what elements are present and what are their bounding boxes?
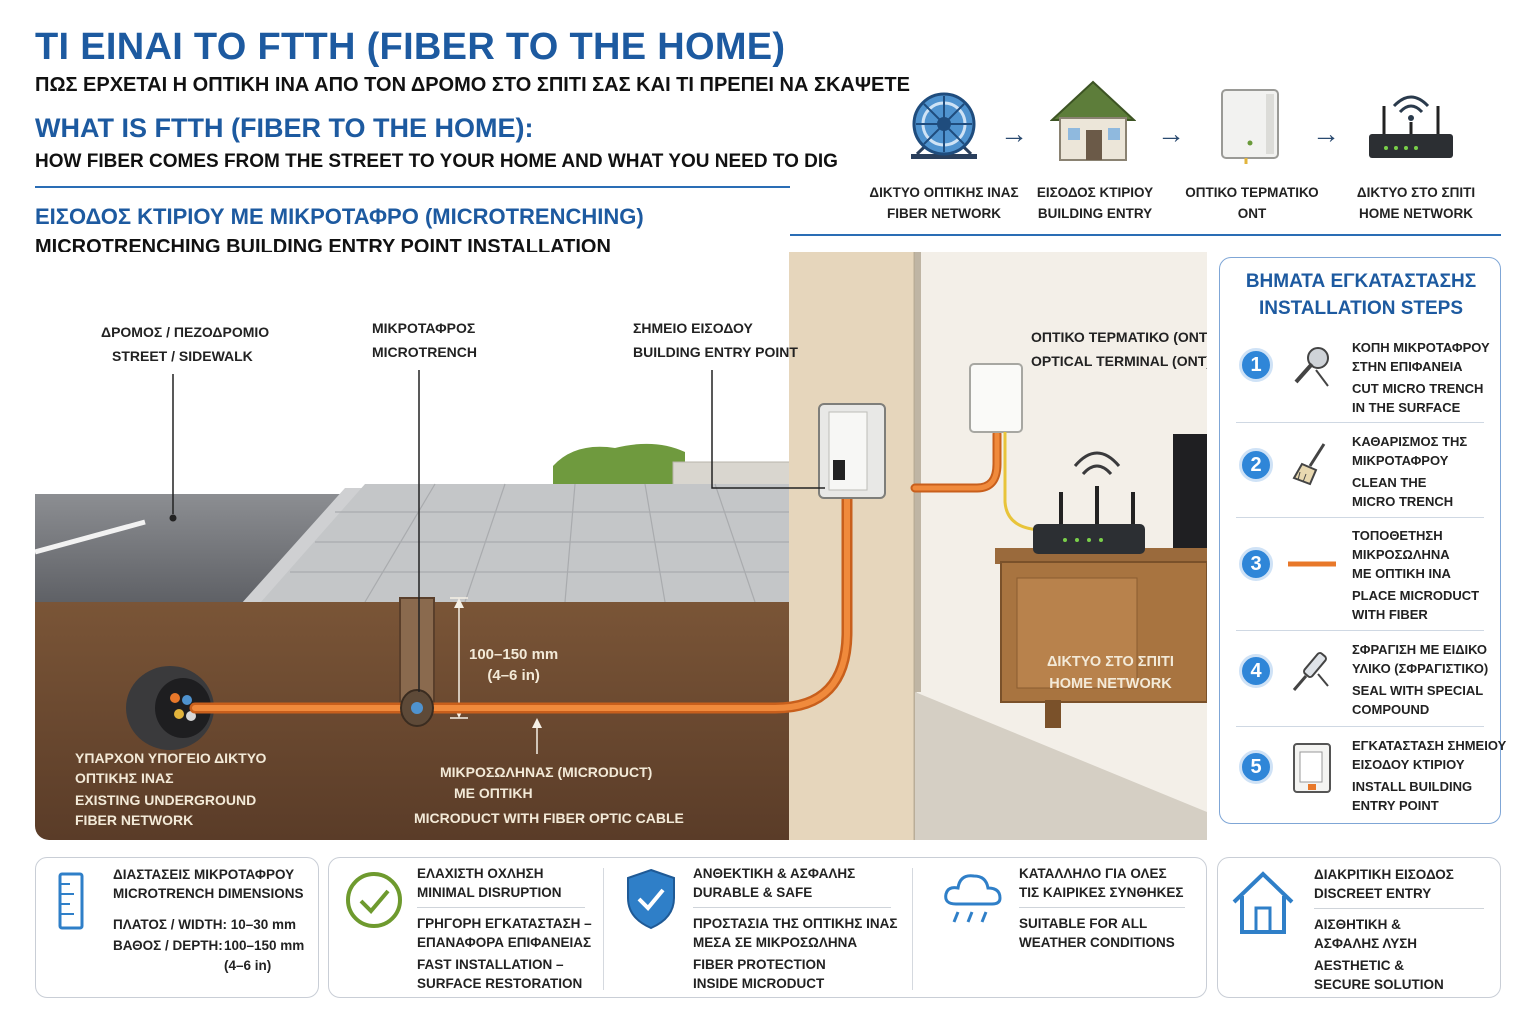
rain-cloud-icon: [944, 874, 1002, 923]
ruler-icon: [58, 872, 84, 930]
label-depth: 100–150 mm(4–6 in): [469, 646, 559, 684]
saw-icon: [1294, 347, 1329, 387]
step-divider: [1236, 630, 1484, 631]
step-divider: [1236, 422, 1484, 423]
cable-reel-icon: [911, 92, 977, 159]
step-number: 4: [1239, 654, 1273, 688]
microduct-icon: [1288, 561, 1336, 567]
flow-arrow-3: →: [1312, 118, 1340, 149]
page-title-en: WHAT IS FTTH (FIBER TO THE HOME):: [35, 113, 534, 143]
house-icon: [1050, 80, 1136, 161]
shield-icon: [627, 868, 675, 930]
header-divider: [35, 186, 790, 188]
step-number: 1: [1239, 348, 1273, 382]
page-title: ΤΙ ΕΙΝΑΙ ΤΟ FTTH (FIBER TO THE HOME): [35, 26, 786, 68]
label-ont: ΟΠΤΙΚΟ ΤΕΡΜΑΤΙΚΟ (ONT)OPTICAL TERMINAL (…: [1031, 329, 1207, 369]
home-outline-icon: [1232, 871, 1294, 934]
section-title: ΕΙΣΟΔΟΣ ΚΤΙΡΙΟΥ ΜΕ ΜΙΚΡΟΤΑΦΡΟ (MICROTREN…: [35, 204, 644, 229]
broom-icon: [1292, 443, 1326, 486]
step-number: 3: [1239, 547, 1273, 581]
entry-box-icon: [1293, 743, 1331, 793]
flow-divider: [790, 234, 1501, 236]
router-icon: [1369, 95, 1453, 158]
flow-arrow-1: →: [1000, 118, 1028, 149]
ont-device-icon: [1221, 89, 1279, 164]
checkmark-icon: [346, 872, 402, 928]
step-divider: [1236, 726, 1484, 727]
page-subtitle-en: HOW FIBER COMES FROM THE STREET TO YOUR …: [35, 151, 838, 172]
label-microduct: ΜΙΚΡΟΣΩΛΗΝΑΣ (MICRODUCT) ΜΕ ΟΠΤΙΚΗ MICRO…: [414, 764, 684, 826]
scene-illustration: [35, 252, 1207, 840]
page-subtitle: ΠΩΣ ΕΡΧΕΤΑΙ Η ΟΠΤΙΚΗ ΙΝΑ ΑΠΟ ΤΟΝ ΔΡΟΜΟ Σ…: [35, 74, 910, 96]
sealant-gun-icon: [1292, 652, 1329, 691]
card-features: [328, 857, 1207, 998]
ont-device: [969, 363, 1023, 433]
step-number: 2: [1239, 448, 1273, 482]
flow-arrow-2: →: [1157, 118, 1185, 149]
step-number: 5: [1239, 750, 1273, 784]
step-divider: [1236, 517, 1484, 518]
